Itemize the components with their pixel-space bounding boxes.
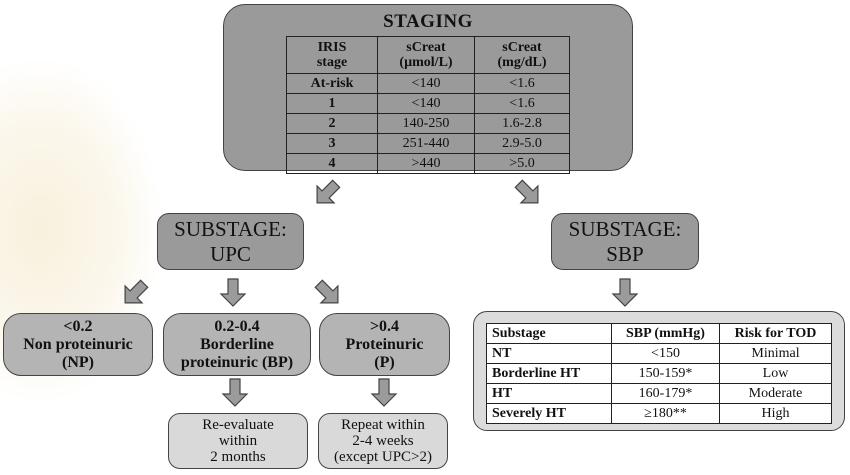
sbp-table-cell: Moderate (719, 383, 832, 404)
upc-category-p: >0.4 Proteinuric (P) (319, 313, 450, 376)
iris-header-cell: sCreat (mg/dL) (474, 36, 570, 74)
substage-sbp-box: SUBSTAGE: SBP (551, 213, 699, 270)
sbp-table-cell: Severely HT (486, 403, 612, 424)
iris-table-cell: 140-250 (377, 113, 475, 134)
iris-table-cell: <1.6 (474, 93, 570, 114)
arrow-p-to-followup (371, 378, 397, 407)
sbp-table-cell: Low (719, 363, 832, 384)
upc-category-bp: 0.2-0.4 Borderline proteinuric (BP) (163, 313, 311, 376)
arrow-bp-to-followup (222, 378, 248, 407)
iris-table-cell: <140 (377, 93, 475, 114)
sbp-table-cell: NT (486, 343, 612, 364)
sbp-header-cell: Risk for TOD (719, 323, 832, 344)
sbp-header-cell: Substage (486, 323, 612, 344)
iris-header-cell: IRIS stage (286, 36, 378, 74)
sbp-table-cell: 150-159* (611, 363, 720, 384)
sbp-table-cell: HT (486, 383, 612, 404)
iris-table-cell: >440 (377, 153, 475, 174)
sbp-table-cell: Minimal (719, 343, 832, 364)
arrow-staging-to-sbp (509, 174, 547, 212)
iris-table-cell: >5.0 (474, 153, 570, 174)
arrow-staging-to-upc (308, 174, 346, 212)
sbp-table-row: Severely HT≥180**High (486, 403, 832, 424)
iris-table-cell: 2.9-5.0 (474, 133, 570, 154)
sbp-table-cell: 160-179* (611, 383, 720, 404)
upc-category-np: <0.2 Non proteinuric (NP) (3, 313, 153, 376)
substage-upc-box: SUBSTAGE: UPC (157, 213, 304, 270)
iris-table-cell: 251-440 (377, 133, 475, 154)
followup-bp: Re-evaluate within 2 months (168, 413, 308, 469)
arrow-upc-to-bp (220, 278, 246, 307)
sbp-table-cell: High (719, 403, 832, 424)
iris-table-row: At-risk<140<1.6 (286, 73, 570, 94)
arrow-upc-to-p (309, 274, 347, 312)
staging-title: STAGING (383, 11, 473, 32)
followup-p: Repeat within 2-4 weeks (except UPC>2) (318, 413, 448, 469)
arrow-sbp-to-table (612, 278, 638, 307)
sbp-table-cell: Borderline HT (486, 363, 612, 384)
arrow-upc-to-np (116, 274, 154, 312)
iris-table-cell: 1.6-2.8 (474, 113, 570, 134)
sbp-table-cell: ≥180** (611, 403, 720, 424)
iris-table-row: 4>440>5.0 (286, 153, 570, 174)
